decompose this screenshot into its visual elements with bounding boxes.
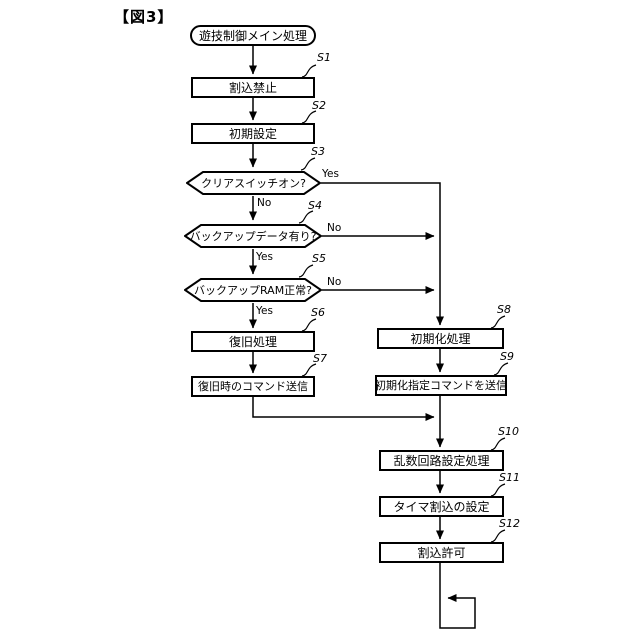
step-s8-label: 初期化処理 — [410, 331, 471, 346]
step-s7-label: 復旧時のコマンド送信 — [198, 380, 308, 393]
figure-title: 【図3】 — [114, 8, 174, 26]
step-s3-label: クリアスイッチオン? — [201, 176, 306, 190]
step-s3-decision: クリアスイッチオン? — [186, 170, 321, 196]
leader-s12 — [490, 529, 506, 543]
branch-label-s5-no: No — [327, 276, 342, 288]
leader-s5 — [298, 264, 314, 278]
leader-s4 — [298, 210, 314, 224]
step-s4-decision: バックアップデータ有り? — [184, 223, 322, 249]
step-s12-box: 割込許可 — [379, 542, 504, 563]
step-s9-id: S9 — [500, 350, 514, 363]
hexagon-shape — [184, 224, 322, 248]
step-s5-decision: バックアップRAM正常? — [184, 277, 322, 303]
step-s11-label: タイマ割込の設定 — [393, 499, 490, 514]
step-s10-box: 乱数回路設定処理 — [379, 450, 504, 471]
leader-s7 — [301, 363, 317, 377]
step-s8-box: 初期化処理 — [377, 328, 504, 349]
branch-label-s4-no: No — [327, 222, 342, 234]
step-s6-box: 復旧処理 — [191, 331, 315, 352]
step-s3-id: S3 — [311, 145, 325, 158]
start-node-label: 遊技制御メイン処理 — [198, 28, 307, 43]
step-s5-id: S5 — [312, 252, 326, 265]
branch-label-s4-yes: Yes — [256, 251, 273, 263]
leader-s9 — [493, 362, 509, 376]
step-s2-id: S2 — [312, 99, 326, 112]
leader-s2 — [301, 110, 317, 124]
edge-s12-loop-back — [439, 563, 476, 629]
hexagon-shape — [184, 278, 322, 302]
edge-s3-yes-to-s8 — [321, 182, 444, 326]
step-s4-label: バックアップデータ有り? — [189, 229, 317, 243]
step-s9-box: 初期化指定コマンドを送信 — [375, 375, 507, 396]
step-s2-box: 初期設定 — [191, 123, 315, 144]
step-s12-id: S12 — [499, 517, 520, 530]
step-s1-id: S1 — [317, 51, 331, 64]
step-s7-box: 復旧時のコマンド送信 — [191, 376, 315, 397]
leader-s1 — [301, 64, 317, 78]
leader-s11 — [490, 483, 506, 497]
leader-s6 — [301, 318, 317, 332]
branch-label-s3-no: No — [257, 197, 272, 209]
step-s10-label: 乱数回路設定処理 — [393, 453, 490, 468]
step-s4-id: S4 — [308, 199, 322, 212]
step-s2-label: 初期設定 — [228, 126, 277, 141]
start-node: 遊技制御メイン処理 — [190, 25, 316, 46]
step-s10-id: S10 — [498, 425, 519, 438]
step-s8-id: S8 — [497, 303, 511, 316]
step-s7-id: S7 — [313, 352, 327, 365]
step-s6-id: S6 — [311, 306, 325, 319]
hexagon-shape — [186, 171, 321, 195]
step-s1-label: 割込禁止 — [228, 80, 277, 95]
step-s12-label: 割込許可 — [417, 545, 466, 560]
step-s6-label: 復旧処理 — [228, 334, 277, 349]
leader-s8 — [490, 315, 506, 329]
step-s5-label: バックアップRAM正常? — [193, 283, 313, 297]
branch-label-s3-yes: Yes — [322, 168, 339, 180]
step-s9-label: 初期化指定コマンドを送信 — [375, 379, 507, 392]
edge-s7-to-merge — [252, 397, 435, 421]
leader-s3 — [300, 157, 316, 171]
branch-label-s5-yes: Yes — [256, 305, 273, 317]
leader-s10 — [490, 437, 506, 451]
step-s1-box: 割込禁止 — [191, 77, 315, 98]
step-s11-box: タイマ割込の設定 — [379, 496, 504, 517]
step-s11-id: S11 — [499, 471, 520, 484]
